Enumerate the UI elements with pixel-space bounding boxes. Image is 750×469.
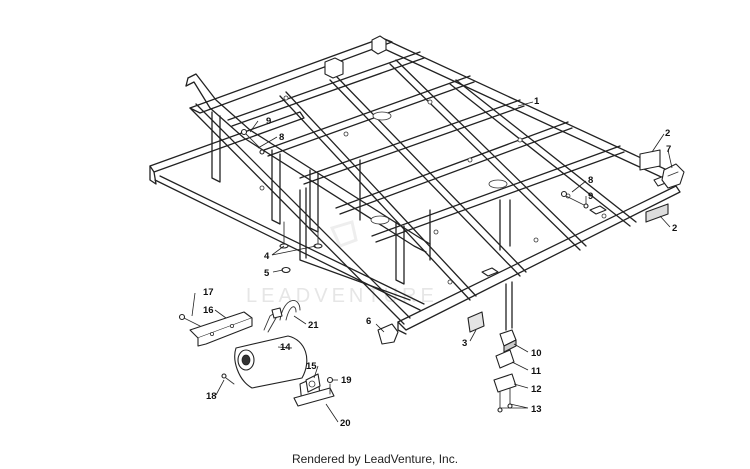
callout-19: 19 [341, 375, 352, 386]
callout-6: 6 [366, 316, 371, 327]
callout-21: 21 [308, 320, 319, 331]
bracket-16 [189, 311, 253, 347]
callout-5: 5 [264, 268, 270, 279]
callout-15: 15 [306, 361, 317, 372]
spacer-11 [495, 349, 515, 369]
bolt-4b [313, 223, 323, 249]
callout-18: 18 [206, 391, 217, 402]
callout-14: 14 [280, 342, 291, 353]
callout-9-left: 9 [266, 116, 271, 127]
callout-8-right: 8 [588, 175, 593, 186]
bolt-8-right [560, 190, 589, 209]
callout-2-lower: 2 [672, 223, 677, 234]
callout-9-right: 9 [588, 191, 593, 202]
watermark-logo [329, 220, 358, 248]
bolt-17 [178, 313, 201, 327]
decal-2-lower [645, 203, 669, 223]
callout-7: 7 [666, 144, 671, 155]
callout-2-upper: 2 [665, 128, 670, 139]
callout-17: 17 [203, 287, 214, 298]
front-leg [505, 281, 513, 331]
callout-11: 11 [531, 366, 542, 377]
footer-credit: Rendered by LeadVenture, Inc. [291, 452, 459, 466]
callout-3: 3 [462, 338, 467, 349]
leader-lines [191, 101, 673, 423]
watermark-text: LEADVENTURE [246, 285, 438, 307]
plate-20 [293, 387, 335, 407]
decal-3 [467, 311, 485, 333]
callout-16: 16 [203, 305, 214, 316]
nut-5 [281, 266, 291, 274]
decal-2-upper [639, 149, 661, 171]
callout-1: 1 [534, 96, 540, 107]
callout-4: 4 [264, 251, 270, 262]
end-cap-6 [377, 323, 399, 345]
end-cap-7 [661, 163, 685, 189]
clamp-10 [499, 329, 517, 353]
callout-13: 13 [531, 404, 542, 415]
bolt-18 [221, 373, 235, 385]
callout-10: 10 [531, 348, 542, 359]
work-light-14 [234, 307, 308, 389]
plate-12 [493, 373, 517, 393]
callouts: 1 2 2 3 4 5 6 7 8 8 9 9 10 11 12 13 14 1… [203, 96, 677, 429]
rack-frame [149, 35, 681, 335]
callout-12: 12 [531, 384, 542, 395]
callout-8-left: 8 [279, 132, 284, 143]
callout-20: 20 [340, 418, 351, 429]
